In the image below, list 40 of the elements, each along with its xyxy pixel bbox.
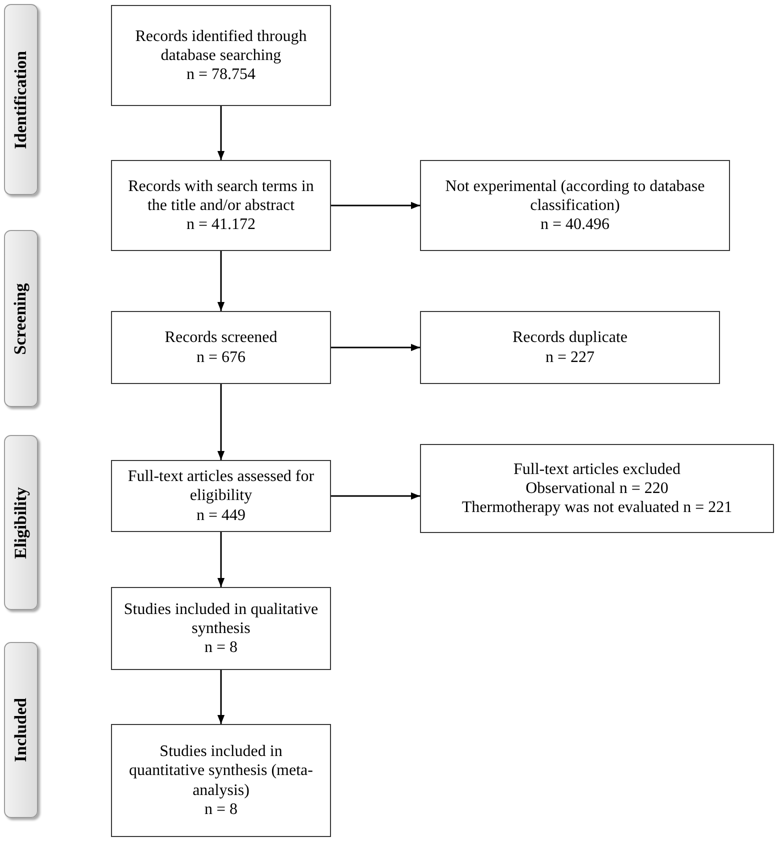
arrow (331, 492, 420, 500)
phase-label: Identification (11, 50, 31, 149)
arrow (217, 670, 225, 724)
process-box (111, 311, 331, 384)
box-text: Studies included in quantitative synthesis (meta-analysis) (128, 742, 314, 800)
process-box (111, 724, 331, 837)
process-box (111, 160, 331, 251)
process-box (420, 160, 730, 251)
phase-label-box (4, 230, 38, 407)
arrow (331, 202, 420, 210)
process-box (420, 444, 774, 533)
arrow (217, 384, 225, 460)
phase-label: Eligibility (11, 486, 31, 558)
box-text: Observational n = 220 (526, 478, 668, 498)
box-text: Records duplicate (512, 328, 628, 348)
box-text: n = 676 (196, 348, 246, 367)
box-text: Full-text articles excluded (513, 460, 681, 479)
phase-label-box (4, 642, 38, 818)
phase-label-box (4, 435, 38, 610)
box-text: n = 8 (204, 800, 238, 819)
process-box (111, 460, 331, 532)
arrow (217, 106, 225, 160)
phase-label-box (4, 4, 38, 195)
box-text: Not experimental (according to database classification) (444, 176, 706, 216)
arrow (331, 344, 420, 352)
box-text: Thermotherapy was not evaluated n = 221 (462, 498, 732, 518)
arrow (217, 532, 225, 587)
phase-label: Screening (11, 282, 31, 354)
process-box (111, 587, 331, 670)
arrow (217, 251, 225, 311)
box-text: n = 41.172 (186, 215, 256, 234)
process-box (111, 5, 331, 106)
box-text: n = 449 (196, 506, 246, 525)
process-box (420, 311, 720, 384)
box-text: n = 40.496 (540, 215, 610, 234)
box-text: Records screened (164, 328, 278, 348)
box-text: n = 78.754 (186, 65, 256, 84)
phase-label: Included (11, 698, 31, 762)
box-text: n = 227 (545, 348, 595, 367)
box-text: n = 8 (204, 638, 238, 658)
